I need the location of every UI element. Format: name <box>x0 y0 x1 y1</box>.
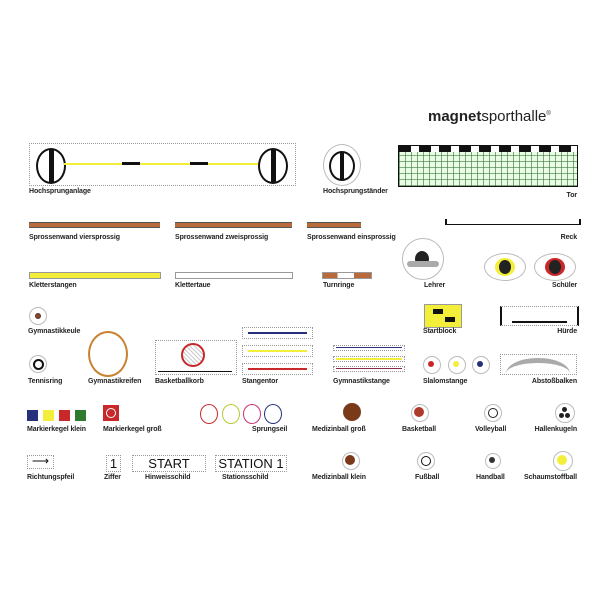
label-medizinball-klein: Medizinball klein <box>312 474 366 481</box>
hochsprunganlage-piece[interactable] <box>29 143 296 186</box>
klettertaue-piece[interactable] <box>175 272 293 279</box>
gymnastikreifen-piece[interactable] <box>88 331 128 377</box>
label-hinweisschild: Hinweisschild <box>145 474 191 481</box>
schaumstoffball-piece[interactable] <box>553 451 573 471</box>
stationsschild-sign[interactable]: STATION 1 <box>215 455 287 472</box>
label-turnringe: Turnringe <box>323 282 355 289</box>
label-abstossbalken: Abstoßbalken <box>531 378 577 385</box>
markierkegel-green[interactable] <box>75 410 86 421</box>
lehrer-piece[interactable] <box>402 238 444 280</box>
label-tor: Tor <box>566 192 578 199</box>
tennisring-piece[interactable] <box>29 355 47 373</box>
sprungseil-pink[interactable] <box>243 404 261 424</box>
label-startblock: Startblock <box>423 328 457 335</box>
label-tennisring: Tennisring <box>28 378 63 385</box>
hinweisschild-sign[interactable]: START <box>132 455 206 472</box>
gymnastikstange-red-piece[interactable] <box>333 366 405 372</box>
gymnastikstange-yellow-piece[interactable] <box>333 356 405 362</box>
label-mk-klein: Markierkegel klein <box>27 426 86 433</box>
basketball-piece[interactable] <box>411 404 429 422</box>
stangentor-yellow-piece[interactable] <box>242 345 313 357</box>
label-schueler: Schüler <box>552 282 577 289</box>
label-klettertaue: Klettertaue <box>175 282 211 289</box>
label-hallenkugeln: Hallenkugeln <box>534 426 577 433</box>
hochsprungstaender-piece[interactable] <box>323 144 361 186</box>
tor-piece[interactable] <box>398 145 578 187</box>
basketballkorb-piece[interactable] <box>155 340 237 375</box>
huerde-piece[interactable] <box>500 306 579 326</box>
label-gymnastikreifen: Gymnastikreifen <box>88 378 142 385</box>
kletterstangen-piece[interactable] <box>29 272 161 279</box>
label-basketballkorb: Basketballkorb <box>155 378 204 385</box>
label-handball: Handball <box>476 474 505 481</box>
label-lehrer: Lehrer <box>424 282 446 289</box>
markierkegel-red[interactable] <box>59 410 70 421</box>
volleyball-piece[interactable] <box>484 404 502 422</box>
slalomstange-red-piece[interactable] <box>423 356 441 374</box>
stand-right-icon <box>258 148 288 184</box>
logo-mark: ® <box>546 111 551 117</box>
label-mk-gross: Markierkegel groß <box>103 426 162 433</box>
sprungseil-blue[interactable] <box>264 404 282 424</box>
sprungseil-red[interactable] <box>200 404 218 424</box>
markierkegel-gross-piece[interactable] <box>103 405 119 421</box>
medizinball-klein-piece[interactable] <box>342 452 360 470</box>
label-slalomstange: Slalomstange <box>423 378 468 385</box>
label-reck: Reck <box>560 234 577 241</box>
label-ziffer: Ziffer <box>104 474 121 481</box>
markierkegel-blue[interactable] <box>27 410 38 421</box>
label-schaumstoffball: Schaumstoffball <box>524 474 577 481</box>
gymnastikkeule-piece[interactable] <box>29 307 47 325</box>
hallenkugeln-piece[interactable] <box>555 403 575 423</box>
label-sw2: Sprossenwand zweisprossig <box>175 234 269 241</box>
label-sprungseil: Sprungseil <box>252 426 288 433</box>
logo-regular: sporthalle <box>481 108 547 125</box>
sprossenwand-viersprossig-piece[interactable] <box>29 222 160 228</box>
schueler-red-piece[interactable] <box>534 253 576 281</box>
markierkegel-yellow[interactable] <box>43 410 54 421</box>
abstossbalken-piece[interactable] <box>500 354 577 375</box>
medizinball-gross-piece[interactable] <box>343 403 361 421</box>
slalomstange-blue-piece[interactable] <box>472 356 490 374</box>
label-basketball: Basketball <box>402 426 437 433</box>
label-richtungspfeil: Richtungspfeil <box>27 474 75 481</box>
label-huerde: Hürde <box>557 328 577 335</box>
sprossenwand-einsprossig-piece[interactable] <box>307 222 361 228</box>
label-stangentor: Stangentor <box>242 378 278 385</box>
slalomstange-yellow-piece[interactable] <box>448 356 466 374</box>
label-sw1: Sprossenwand einsprossig <box>307 234 396 241</box>
sprungseil-yellow[interactable] <box>222 404 240 424</box>
crossbar <box>64 163 260 165</box>
handball-piece[interactable] <box>485 453 501 469</box>
richtungspfeil-piece[interactable]: ⟶ <box>27 455 54 469</box>
ziffer-sign[interactable]: 1 <box>106 455 121 472</box>
label-medizinball-gross: Medizinball groß <box>312 426 366 433</box>
label-volleyball: Volleyball <box>475 426 507 433</box>
stand-left-icon <box>36 148 66 184</box>
gymnastikstange-blue-piece[interactable] <box>333 345 405 351</box>
label-stationsschild: Stationsschild <box>222 474 269 481</box>
label-gymnastikstange: Gymnastikstange <box>333 378 390 385</box>
reck-piece[interactable] <box>445 219 581 225</box>
label-gymnastikkeule: Gymnastikkeule <box>28 328 81 335</box>
schueler-yellow-piece[interactable] <box>484 253 526 281</box>
startblock-piece[interactable] <box>424 304 462 328</box>
logo: magnetsporthalle® <box>428 108 551 125</box>
label-sw4: Sprossenwand viersprossig <box>29 234 120 241</box>
label-kletterstangen: Kletterstangen <box>29 282 77 289</box>
stangentor-blue-piece[interactable] <box>242 327 313 339</box>
label-hochsprungstaender: Hochsprungständer <box>323 188 388 195</box>
label-fussball: Fußball <box>415 474 440 481</box>
turnringe-piece[interactable] <box>322 272 372 279</box>
fussball-piece[interactable] <box>417 452 435 470</box>
sprossenwand-zweisprossig-piece[interactable] <box>175 222 292 228</box>
label-hochsprunganlage: Hochsprunganlage <box>29 188 91 195</box>
stangentor-red-piece[interactable] <box>242 363 313 375</box>
logo-bold: magnet <box>428 108 482 125</box>
